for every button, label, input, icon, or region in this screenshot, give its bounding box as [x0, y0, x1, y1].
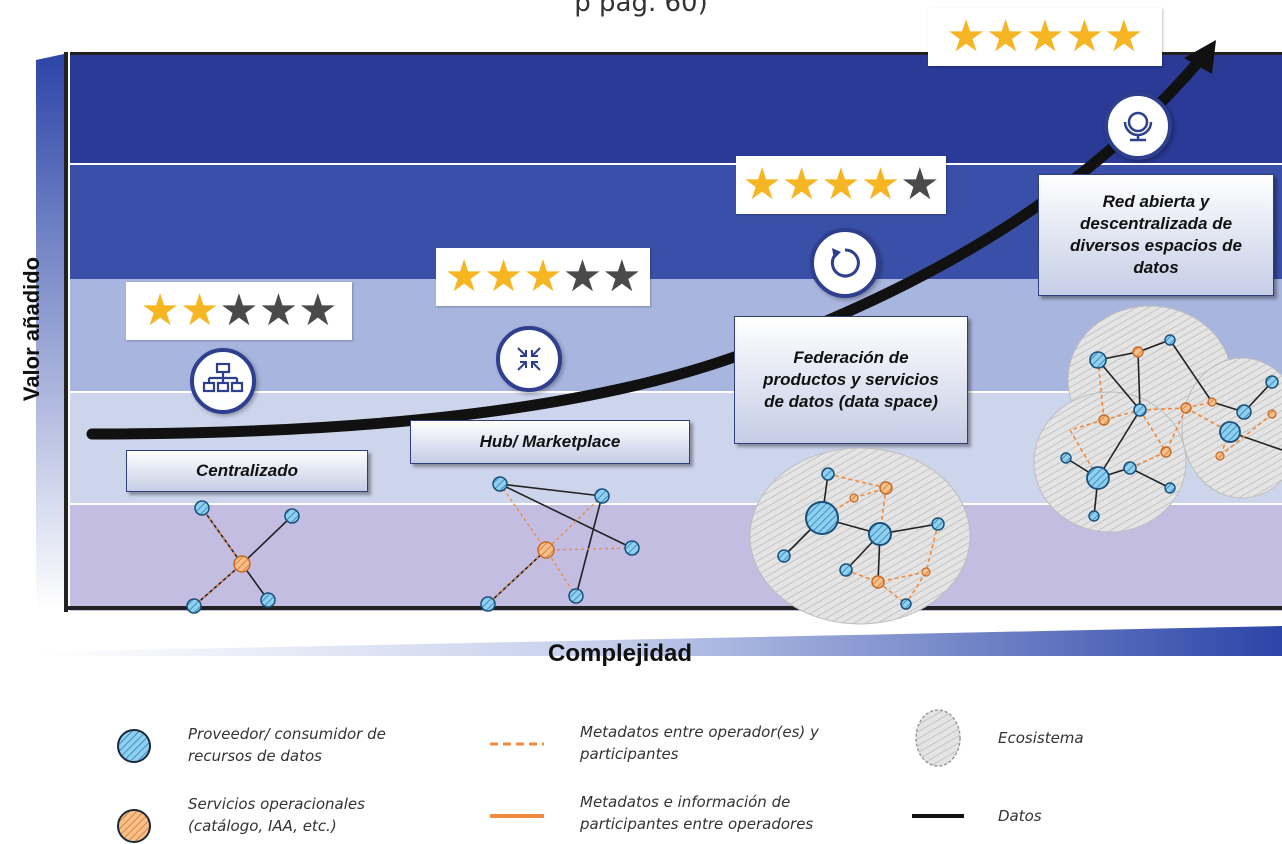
network-federacion [749, 447, 971, 625]
curve-arrowhead [1184, 40, 1216, 74]
top-caption: p pág. 60) [574, 0, 708, 18]
stage-label-red-abierta: Red abierta y descentralizada de diverso… [1038, 174, 1274, 296]
star-filled-icon: ★ [946, 11, 986, 62]
star-empty-icon: ★ [602, 251, 642, 302]
star-filled-icon: ★ [444, 251, 484, 302]
stars-centralizado: ★★★★★ [126, 282, 352, 340]
legend-symbols [117, 709, 964, 843]
network-red-abierta [1033, 305, 1282, 533]
star-empty-icon: ★ [219, 285, 259, 336]
x-axis-label: Complejidad [548, 640, 693, 667]
legend-services-label: Servicios operacionales (catálogo, IAA, … [188, 795, 365, 835]
star-filled-icon: ★ [179, 285, 220, 336]
star-filled-icon: ★ [742, 159, 782, 210]
star-filled-icon: ★ [1104, 11, 1144, 62]
hierarchy-icon [190, 348, 256, 414]
cycle-icon [810, 228, 880, 298]
service-node-icon [117, 809, 151, 843]
star-empty-icon: ★ [258, 285, 299, 336]
y-axis-gradient [36, 52, 68, 612]
band-divider [70, 503, 1282, 505]
legend-metadata-dashed-label: Metadatos entre operador(es) y participa… [580, 723, 819, 763]
band-divider [70, 391, 1282, 393]
ecosystem-icon [915, 709, 961, 767]
legend-provider-label: Proveedor/ consumidor de recursos de dat… [188, 725, 386, 765]
converge-arrows-icon [496, 326, 562, 392]
star-filled-icon: ★ [1064, 11, 1105, 62]
star-filled-icon: ★ [781, 159, 822, 210]
legend-data-label: Datos [998, 807, 1042, 825]
stars-hub: ★★★★★ [436, 248, 650, 306]
x-axis-line [68, 606, 1282, 610]
x-axis-gradient [40, 626, 1282, 656]
star-filled-icon: ★ [140, 285, 180, 336]
star-empty-icon: ★ [298, 285, 338, 336]
stars-red-abierta: ★★★★★ [928, 8, 1162, 66]
stage-label-federacion: Federación de productos y servicios de d… [734, 316, 968, 444]
star-filled-icon: ★ [985, 11, 1026, 62]
star-filled-icon: ★ [860, 159, 901, 210]
legend-ecosystem-label: Ecosistema [998, 729, 1084, 747]
network-centralizado [186, 500, 300, 614]
stage-label-centralizado: Centralizado [126, 450, 368, 492]
globe-icon [1104, 92, 1172, 160]
star-filled-icon: ★ [523, 251, 563, 302]
star-empty-icon: ★ [562, 251, 603, 302]
provider-node-icon [117, 729, 151, 763]
band-top [70, 55, 1282, 163]
network-hub [480, 476, 640, 612]
star-filled-icon: ★ [1025, 11, 1065, 62]
star-empty-icon: ★ [900, 159, 940, 210]
star-filled-icon: ★ [483, 251, 524, 302]
band-divider [70, 163, 1282, 165]
legend-metadata-solid-label: Metadatos e información de participantes… [580, 793, 814, 833]
star-filled-icon: ★ [821, 159, 861, 210]
stage-label-hub: Hub/ Marketplace [410, 420, 690, 464]
stars-federacion: ★★★★★ [736, 156, 946, 214]
